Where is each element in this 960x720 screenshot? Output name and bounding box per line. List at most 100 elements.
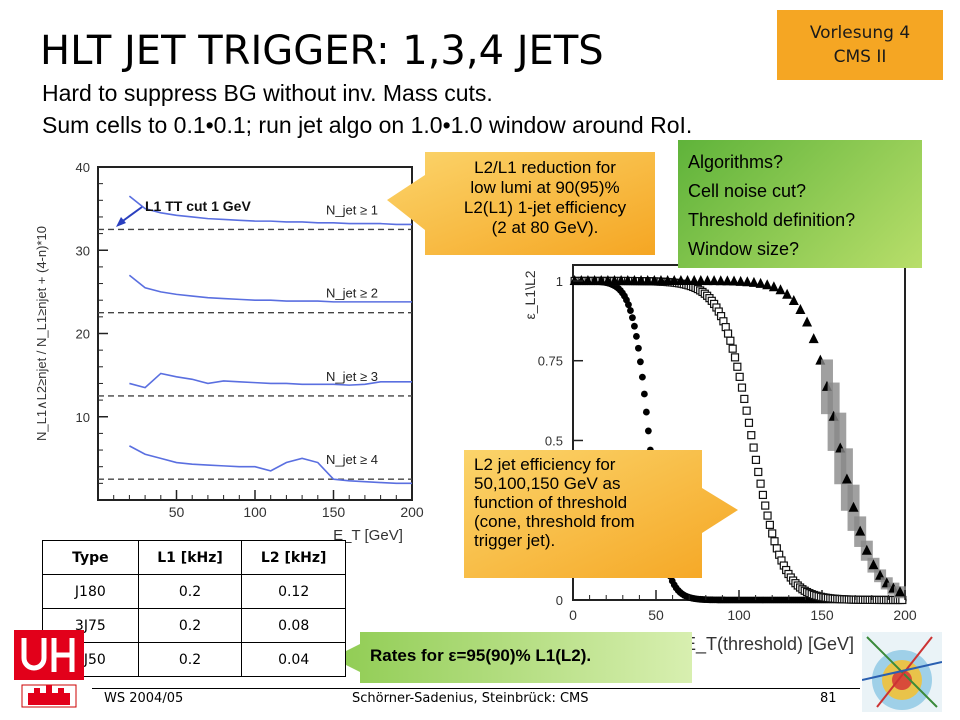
- data-point: [855, 525, 866, 536]
- slide-title: HLT JET TRIGGER: 1,3,4 JETS: [40, 28, 604, 74]
- header-type: Type: [42, 540, 139, 575]
- y-tick-label: 30: [76, 243, 90, 258]
- table-row: 4J50 0.2 0.04: [42, 642, 346, 677]
- data-point: [582, 274, 593, 285]
- x-axis-label: E_T [GeV]: [333, 527, 403, 544]
- cell-l1: 0.2: [137, 574, 243, 609]
- data-point: [754, 467, 763, 477]
- data-point: [640, 390, 648, 398]
- data-point: [802, 316, 813, 327]
- series-label: N_jet ≥ 1: [326, 202, 378, 217]
- y-axis-label: ε_L1\L2: [522, 270, 538, 319]
- footer-page-number: 81: [820, 691, 837, 706]
- cell-l1: 0.2: [137, 608, 243, 643]
- efficiency-line: trigger jet).: [474, 531, 556, 550]
- tt-cut-arrowhead: [116, 217, 126, 227]
- x-axis-label: E_T(threshold) [GeV]: [684, 634, 854, 655]
- data-point: [768, 529, 777, 538]
- data-point: [756, 479, 765, 488]
- tt-cut-annotation: L1 TT cut 1 GeV: [145, 198, 251, 214]
- lecture-line-1: Vorlesung 4: [809, 23, 911, 43]
- series-curve: [129, 445, 412, 485]
- data-point: [635, 344, 642, 352]
- y-tick-label: 40: [76, 160, 90, 175]
- series-curve: [128, 274, 412, 303]
- data-point: [596, 274, 607, 285]
- x-tick-label: 200: [893, 607, 917, 623]
- data-point: [758, 490, 768, 500]
- data-point: [709, 275, 720, 286]
- data-point: [808, 333, 819, 344]
- data-point: [622, 274, 633, 285]
- data-point: [702, 275, 713, 286]
- data-point: [768, 281, 779, 292]
- data-point: [636, 274, 647, 285]
- reduction-line: (2 at 80 GeV).: [491, 218, 599, 237]
- data-point: [742, 406, 751, 415]
- data-point: [695, 275, 706, 286]
- x-tick-label: 100: [243, 504, 267, 520]
- table-row: 3J75 0.2 0.08: [42, 608, 346, 643]
- cell-l1: 0.2: [137, 642, 243, 677]
- lecture-line-2: CMS II: [833, 47, 887, 67]
- footer-rule: [92, 688, 860, 689]
- data-point: [636, 358, 644, 366]
- question-item: Threshold definition?: [688, 210, 856, 230]
- x-tick-label: 50: [648, 607, 664, 623]
- data-point: [723, 329, 733, 338]
- data-point: [763, 511, 772, 520]
- questions-box: Algorithms? Cell noise cut? Threshold de…: [678, 140, 922, 268]
- rates-callout-text: Rates for ε=95(90)% L1(L2).: [370, 646, 592, 665]
- subtitle-line-1: Hard to suppress BG without inv. Mass cu…: [42, 80, 493, 106]
- data-point: [633, 332, 640, 340]
- data-point: [735, 372, 744, 381]
- data-point: [569, 274, 580, 285]
- question-item: Algorithms?: [688, 152, 784, 172]
- reduction-line: L2/L1 reduction for: [474, 158, 616, 177]
- data-point: [669, 274, 680, 285]
- data-point: [895, 586, 906, 597]
- efficiency-callout: L2 jet efficiency for 50,100,150 GeV as …: [474, 455, 714, 550]
- data-point: [735, 275, 746, 286]
- data-point: [770, 537, 779, 546]
- series-label: N_jet ≥ 4: [326, 452, 378, 467]
- cell-type: J180: [42, 574, 139, 609]
- data-point: [788, 295, 799, 306]
- data-point: [740, 394, 749, 404]
- data-point: [729, 275, 740, 286]
- footer-authors: Schörner-Sadenius, Steinbrück: CMS: [352, 691, 589, 706]
- data-point: [576, 274, 587, 285]
- data-point: [627, 307, 634, 314]
- x-tick-label: 50: [169, 504, 185, 520]
- table-row: J180 0.2 0.12: [42, 574, 346, 609]
- data-point: [782, 288, 793, 299]
- data-point: [737, 383, 747, 392]
- reduction-callout-shape: [387, 152, 655, 255]
- data-point: [841, 473, 852, 484]
- efficiency-line: L2 jet efficiency for: [474, 455, 616, 474]
- data-point: [728, 344, 737, 353]
- detector-image: [862, 632, 942, 712]
- subtitle-line-2: Sum cells to 0.1•0.1; run jet algo on 1.…: [42, 112, 693, 138]
- x-tick-label: 200: [400, 504, 424, 520]
- data-point: [675, 274, 686, 285]
- data-point: [795, 304, 806, 315]
- data-point: [749, 443, 758, 452]
- cell-l2: 0.12: [241, 574, 346, 609]
- reduction-callout: L2/L1 reduction for low lumi at 90(95)% …: [425, 158, 665, 238]
- data-point: [631, 322, 638, 330]
- data-point: [625, 301, 632, 309]
- y-tick-label: 1: [556, 274, 563, 289]
- data-point: [775, 284, 786, 295]
- data-point: [662, 274, 673, 285]
- data-point: [748, 276, 759, 287]
- data-point: [868, 559, 879, 570]
- rates-callout-shape: [332, 632, 692, 683]
- data-point: [733, 362, 742, 371]
- data-point: [730, 353, 740, 362]
- efficiency-line: (cone, threshold from: [474, 512, 635, 531]
- data-point: [644, 427, 652, 435]
- efficiency-line: function of threshold: [474, 493, 628, 512]
- question-item: Cell noise cut?: [688, 181, 807, 201]
